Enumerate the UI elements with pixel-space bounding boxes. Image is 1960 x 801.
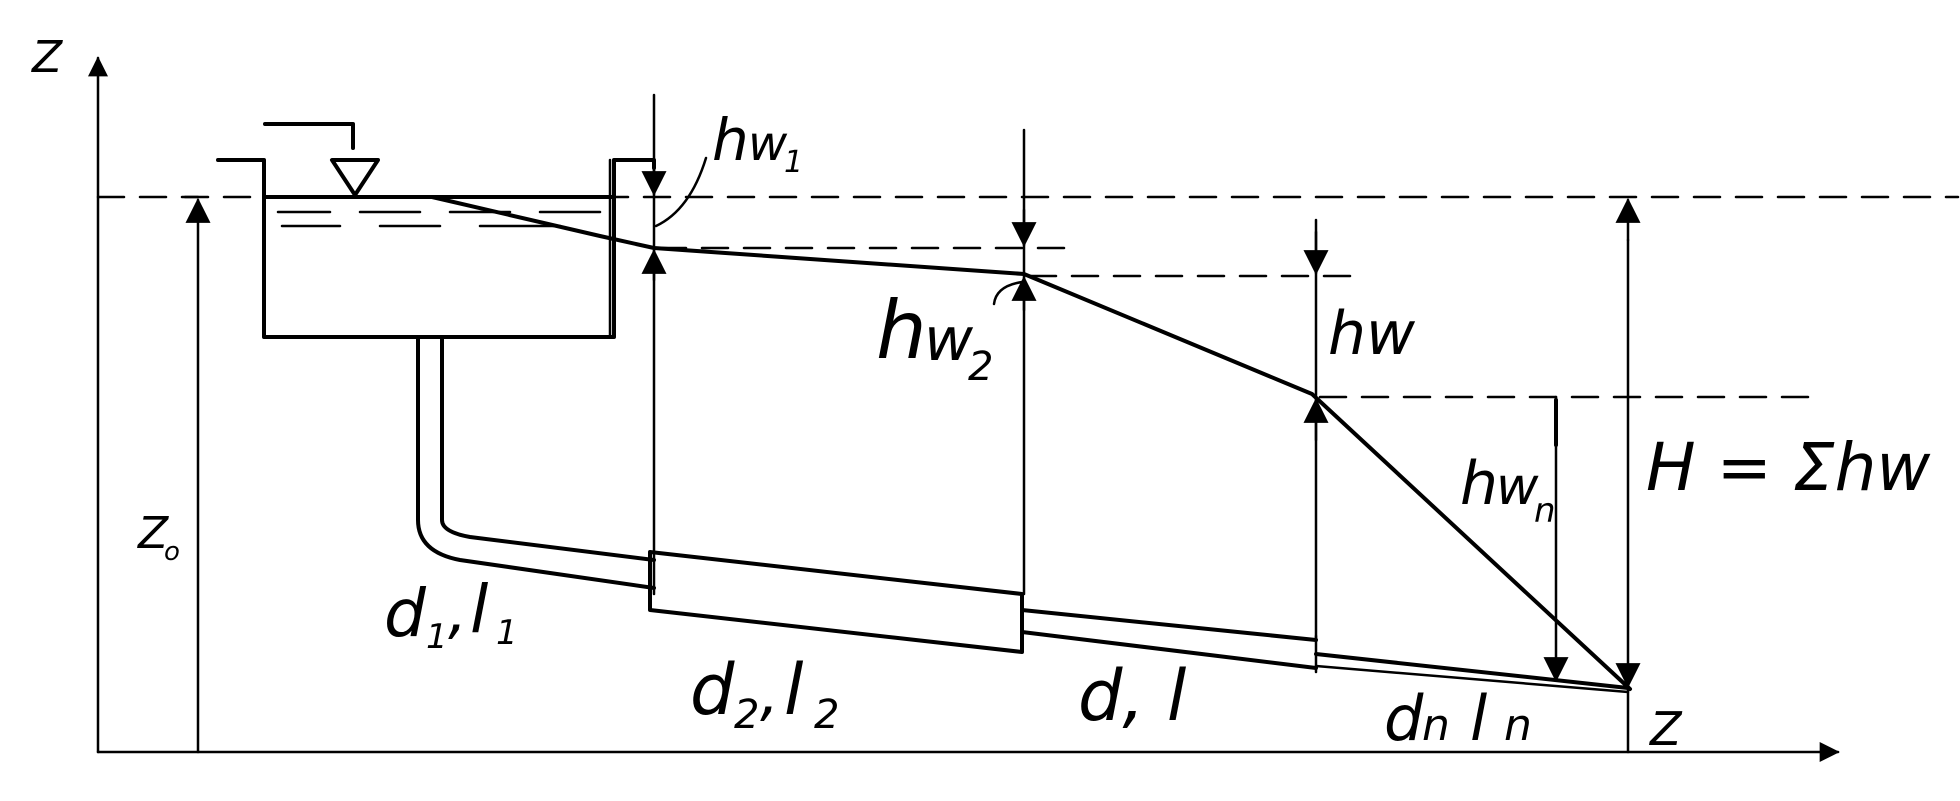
svg-text:2: 2 [968, 344, 993, 390]
pipe-1-label: d 1 , l 1 [384, 571, 518, 657]
pipe-sections [648, 550, 1630, 694]
svg-text:h: h [1460, 449, 1498, 519]
svg-text:n: n [1422, 700, 1450, 751]
pipe-1-vertical [416, 335, 656, 590]
svg-text:1: 1 [784, 145, 803, 180]
energy-line [430, 195, 1632, 691]
svg-text:w: w [748, 116, 788, 172]
svg-text:l: l [1470, 682, 1487, 755]
hw-label: hw [1328, 299, 1416, 369]
hw1-label: h w 1 [712, 106, 803, 180]
reservoir [216, 158, 656, 339]
svg-text:h: h [712, 106, 749, 174]
svg-text:,: , [448, 577, 467, 647]
svg-text:d: d [1384, 682, 1424, 755]
svg-text:h: h [876, 284, 927, 377]
hwn-label: h w n [1460, 449, 1556, 531]
z-axis-label: Z [31, 32, 63, 83]
hw2-label: h w 2 [876, 284, 993, 390]
svg-text:d: d [384, 575, 427, 652]
head-loss-arrows [641, 166, 1641, 754]
svg-text:l: l [470, 571, 489, 648]
svg-text:d: d [690, 649, 735, 731]
svg-text:w: w [924, 305, 974, 375]
svg-text:l: l [784, 649, 804, 731]
pipe-n-label: d n l n [1384, 682, 1532, 755]
svg-text:2: 2 [734, 692, 759, 738]
water-level-symbol [263, 122, 380, 197]
pipe-3-label: d, l [1078, 655, 1187, 737]
svg-text:w: w [1496, 457, 1539, 517]
svg-text:2: 2 [814, 692, 839, 738]
svg-text:,: , [760, 659, 779, 729]
total-head-label: H = Σhw [1646, 429, 1931, 506]
z-end-label: Z [1648, 702, 1683, 756]
z0-subscript: o [164, 537, 180, 567]
z0-label: Z [137, 508, 169, 559]
pipe-2-label: d 2 , l 2 [690, 649, 839, 738]
svg-text:1: 1 [496, 613, 518, 653]
axes [88, 56, 1840, 762]
svg-text:n: n [1504, 700, 1532, 751]
svg-text:1: 1 [426, 617, 448, 657]
svg-text:n: n [1534, 491, 1556, 531]
